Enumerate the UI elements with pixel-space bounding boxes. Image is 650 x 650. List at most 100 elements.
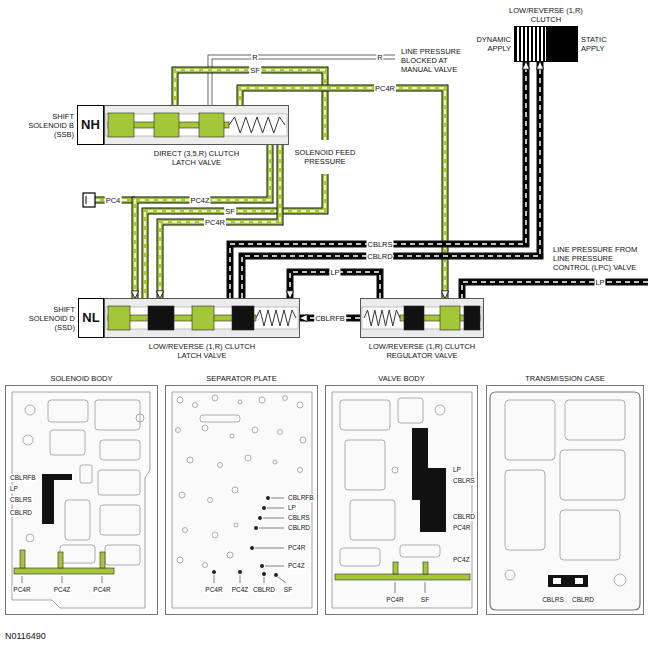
label-holder: PC4Z bbox=[189, 196, 210, 205]
callout-label: PC4R bbox=[452, 524, 471, 532]
valve-bore bbox=[362, 307, 482, 329]
separator-plate-drawing bbox=[260, 564, 264, 568]
component-label: SOLENOID BODY bbox=[7, 374, 157, 383]
component-label: SHIFT SOLENOID B (SSB) bbox=[12, 112, 74, 139]
passage-outline bbox=[230, 62, 526, 298]
valve-body-drawing bbox=[412, 428, 446, 532]
component-label: LOW/REVERSE (1,R) CLUTCH bbox=[496, 6, 596, 24]
latch-valve: DIRECT (3,5,R) CLUTCH LATCH VALVE bbox=[104, 105, 289, 145]
transmission-case-drawing bbox=[575, 578, 583, 584]
separator-plate-drawing bbox=[238, 570, 242, 574]
label-holder: SHIFT SOLENOID B (SSB) bbox=[12, 112, 74, 139]
valve-spring bbox=[229, 117, 285, 133]
label-holder: CBLRFB bbox=[287, 494, 315, 502]
solenoid-body-drawing bbox=[23, 435, 33, 445]
separator-plate-drawing bbox=[262, 572, 266, 576]
transmission-case-drawing bbox=[490, 392, 640, 610]
clutch-static-area bbox=[546, 27, 577, 61]
component-label: DYNAMIC APPLY bbox=[463, 35, 511, 53]
valve-land bbox=[464, 306, 480, 330]
separator-plate-drawing bbox=[238, 400, 242, 404]
callout-label: PC4R bbox=[204, 586, 223, 594]
callout-label: CBLRD bbox=[287, 524, 311, 532]
label-holder: SEPARATOR PLATE bbox=[167, 374, 317, 383]
label-holder: R bbox=[376, 53, 383, 62]
label-holder: CBLRD bbox=[287, 524, 311, 532]
separator-plate-drawing bbox=[273, 460, 277, 464]
shift-solenoid: NHSHIFT SOLENOID B (SSB) bbox=[77, 105, 104, 145]
passage-line bbox=[160, 145, 280, 298]
passage-label: R bbox=[251, 53, 258, 62]
transmission-case-drawing bbox=[490, 392, 640, 610]
callout-label: PC4Z bbox=[231, 586, 250, 594]
separator-plate-drawing bbox=[267, 508, 284, 509]
separator-plate-drawing bbox=[255, 548, 284, 549]
label-holder: PC4R bbox=[452, 524, 471, 532]
separator-plate-drawing bbox=[263, 518, 284, 519]
solenoid-feed-passage bbox=[145, 174, 325, 298]
passage-group bbox=[230, 62, 526, 298]
passage-fill bbox=[230, 62, 526, 298]
separator-plate-drawing bbox=[278, 577, 286, 583]
label-holder: PC4R bbox=[374, 84, 396, 93]
solenoid-feed-passage bbox=[145, 70, 325, 298]
transmission-case-drawing bbox=[614, 574, 626, 586]
label-holder: NH bbox=[81, 117, 100, 133]
passage-outline bbox=[160, 145, 280, 298]
callout-label: CBLRS bbox=[452, 477, 476, 485]
callout-label: CBLRD bbox=[452, 513, 476, 521]
separator-plate-drawing bbox=[212, 532, 218, 538]
note-text: LINE PRESSURE BLOCKED AT MANUAL VALVE bbox=[400, 47, 466, 74]
label-holder: PC4Z bbox=[53, 586, 72, 594]
valve-land bbox=[148, 306, 174, 330]
passage-label: SF bbox=[249, 66, 261, 75]
valve-spring bbox=[364, 310, 400, 326]
separator-plate-drawing bbox=[203, 563, 208, 568]
solenoid-body-drawing bbox=[58, 552, 63, 568]
label-holder: LP bbox=[329, 268, 340, 277]
solenoid-body-drawing bbox=[50, 430, 85, 455]
solenoid-body-drawing bbox=[95, 400, 140, 430]
label-holder: PC4 bbox=[105, 196, 122, 205]
separator-plate-drawing bbox=[230, 434, 234, 438]
component-label: LOW/REVERSE (1,R) CLUTCH REGULATOR VALVE bbox=[362, 342, 482, 360]
view-panel: VALVE BODY bbox=[325, 385, 478, 615]
callout-label: CBLRS bbox=[287, 514, 311, 522]
label-holder: NL bbox=[82, 310, 99, 326]
solenoid-body-drawing bbox=[20, 550, 25, 568]
clutch-drawing bbox=[515, 27, 577, 61]
passage-line bbox=[242, 62, 540, 298]
latch-valve: LOW/REVERSE (1,R) CLUTCH LATCH VALVE bbox=[104, 298, 300, 338]
pc4-passage bbox=[83, 193, 95, 207]
solenoid-body-drawing bbox=[100, 552, 105, 568]
callout-label: PC4R bbox=[12, 586, 31, 594]
separator-plate-drawing bbox=[271, 498, 284, 499]
label-holder: LINE PRESSURE FROM LINE PRESSURE CONTROL… bbox=[552, 245, 644, 272]
pc4-passage bbox=[95, 197, 135, 204]
passage-group bbox=[242, 62, 540, 298]
component-label: STATIC APPLY bbox=[581, 35, 629, 53]
line-pressure-passage bbox=[462, 282, 648, 298]
component-label: VALVE BODY bbox=[327, 374, 477, 383]
separator-plate-drawing bbox=[283, 396, 288, 401]
solenoid-body-drawing bbox=[65, 500, 90, 540]
solenoid-body-drawing bbox=[12, 392, 150, 608]
component-label: SHIFT SOLENOID D (SSD) bbox=[13, 305, 75, 332]
label-holder: LOW/REVERSE (1,R) CLUTCH REGULATOR VALVE bbox=[362, 342, 482, 360]
valve-bore-housing bbox=[361, 299, 484, 338]
passage-outline bbox=[242, 62, 540, 298]
separator-plate-drawing bbox=[259, 397, 265, 403]
label-holder: SHIFT SOLENOID D (SSD) bbox=[13, 305, 75, 332]
valve-body-drawing bbox=[423, 562, 428, 574]
label-holder: CBLRD bbox=[252, 586, 276, 594]
label-holder: PC4R bbox=[385, 596, 404, 604]
separator-plate-drawing bbox=[214, 575, 215, 583]
label-holder: CBLRD bbox=[366, 252, 393, 261]
separator-plate-drawing bbox=[218, 463, 223, 468]
solenoid-body-drawing bbox=[105, 545, 140, 565]
solenoid-body-drawing bbox=[22, 576, 23, 583]
valve-body-drawing bbox=[332, 392, 472, 608]
passage-label: SF bbox=[224, 207, 236, 216]
line-pressure-passage bbox=[462, 282, 648, 298]
